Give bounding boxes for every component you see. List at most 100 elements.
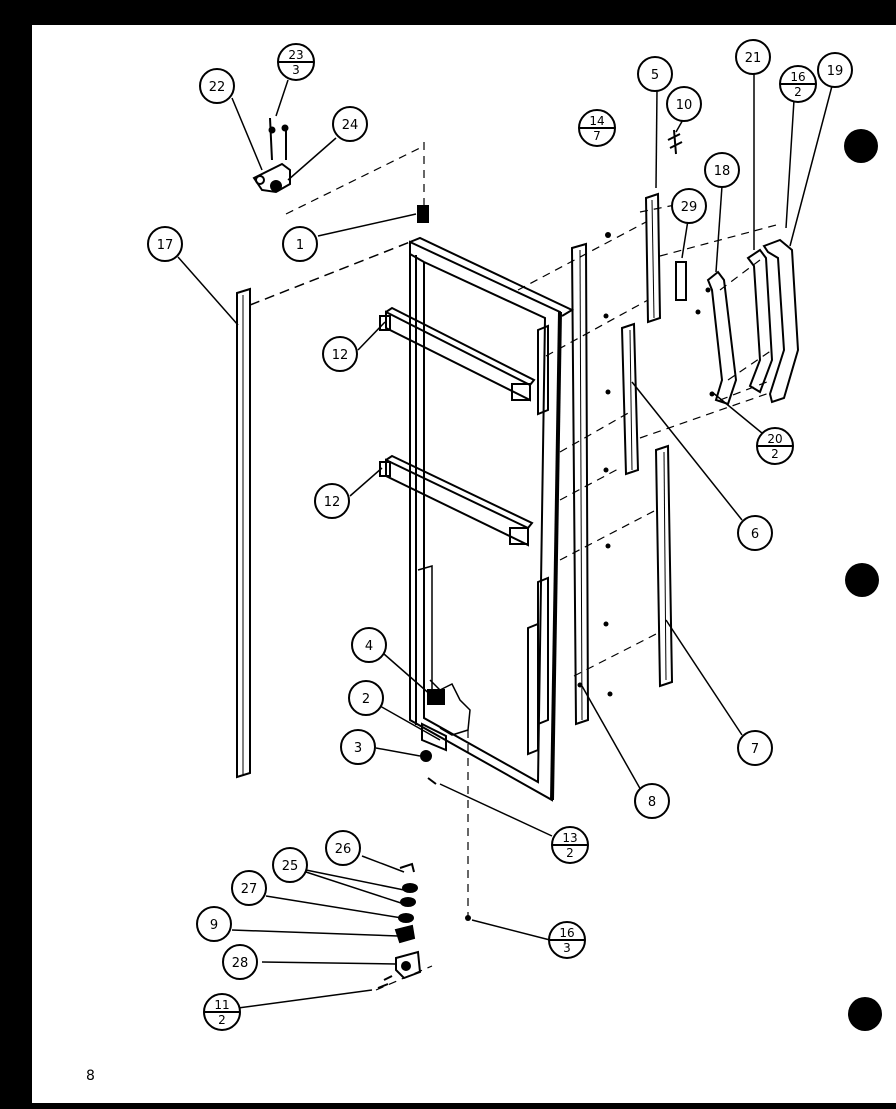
callout-number: 19: [827, 64, 844, 79]
leader-8: [581, 685, 643, 793]
callout-c12a: 12: [322, 336, 358, 372]
callout-number: 13: [562, 831, 577, 845]
callout-circle: [666, 86, 702, 122]
binder-hole-top: [844, 129, 878, 163]
callout-c27: 27: [231, 870, 267, 906]
callout-quantity: 2: [566, 846, 574, 860]
dashed-guides: [285, 142, 781, 991]
callout-c22: 22: [199, 68, 235, 104]
callout-number: 2: [362, 692, 370, 707]
callout-circle: [737, 515, 773, 551]
binder-hole-bottom: [848, 997, 882, 1031]
callout-number: 16: [790, 70, 805, 84]
callout-number: 7: [751, 742, 759, 757]
leader-12a: [357, 321, 386, 351]
callout-number: 20: [767, 432, 782, 446]
leader-16b: [471, 919, 551, 941]
callout-c23: 233: [277, 43, 315, 81]
callout-number: 25: [282, 859, 299, 874]
callout-circle: [704, 152, 740, 188]
callout-circle: [272, 847, 308, 883]
leader-5: [655, 89, 658, 189]
dashed-guide-left: [249, 241, 411, 306]
callout-quantity: 7: [593, 129, 601, 143]
paper-background: [32, 25, 896, 1103]
callout-c19: 19: [817, 52, 853, 88]
leader-29: [681, 219, 689, 259]
callout-number: 12: [332, 348, 349, 363]
leader-19: [789, 85, 833, 247]
callout-c11: 112: [203, 993, 241, 1031]
callout-c3: 3: [340, 729, 376, 765]
callout-quantity: 3: [563, 941, 571, 955]
callout-circle: [737, 730, 773, 766]
callout-layer: 2223324117121242326252792811213216387620…: [147, 39, 853, 1031]
leader-16a: [785, 99, 795, 229]
callout-c26: 26: [325, 830, 361, 866]
callout-number: 4: [365, 639, 373, 654]
callout-circle: [196, 906, 232, 942]
bottom-door-hardware: [420, 689, 447, 785]
callout-circle: [340, 729, 376, 765]
leader-12b: [349, 467, 383, 497]
callout-c14: 147: [578, 109, 616, 147]
callout-c9: 9: [196, 906, 232, 942]
callout-circle: [332, 106, 368, 142]
callout-number: 5: [651, 68, 659, 83]
callout-c17: 17: [147, 226, 183, 262]
vertical-strip-14: [570, 242, 590, 726]
callout-number: 11: [214, 998, 229, 1012]
callout-c16b: 163: [548, 921, 586, 959]
callout-number: 17: [157, 238, 174, 253]
left-trim-strip: [236, 287, 251, 779]
leader-6: [631, 381, 743, 521]
top-hinge-assembly: [252, 117, 429, 223]
callout-circle: [348, 680, 384, 716]
part-7-bracket: [654, 444, 674, 688]
callout-circle: [282, 226, 318, 262]
callout-circle: [231, 870, 267, 906]
callout-number: 9: [210, 918, 218, 933]
callout-c2: 2: [348, 680, 384, 716]
leader-24: [287, 137, 337, 181]
callout-number: 18: [714, 164, 731, 179]
callout-number: 10: [676, 98, 693, 113]
leader-17: [177, 256, 239, 326]
callout-c28: 28: [222, 944, 258, 980]
callout-c12b: 12: [314, 483, 350, 519]
part-21-handle: [746, 248, 774, 394]
binder-hole-middle: [845, 563, 879, 597]
callout-c21: 21: [735, 39, 771, 75]
callout-c13: 132: [551, 826, 589, 864]
callout-quantity: 3: [292, 63, 300, 77]
callout-circle: [199, 68, 235, 104]
leader-28: [261, 961, 397, 965]
leader-13: [439, 783, 553, 837]
callout-circle: [322, 336, 358, 372]
part-10-clip: [667, 129, 683, 155]
side-stiffener-mid: [527, 622, 539, 756]
callout-c10: 10: [666, 86, 702, 122]
page-number: 8: [86, 1068, 95, 1084]
door-shelf-lower: [379, 454, 534, 547]
leader-25a: [305, 869, 405, 891]
callout-number: 12: [324, 495, 341, 510]
part-19-handle: [762, 238, 800, 404]
callout-c20: 202: [756, 427, 794, 465]
leader-11: [237, 989, 373, 1009]
leader-27: [265, 895, 403, 919]
leader-2: [379, 705, 441, 741]
callout-c4: 4: [351, 627, 387, 663]
leader-7: [665, 619, 743, 736]
lower-panel-edge: [417, 565, 433, 690]
callout-number: 14: [589, 114, 604, 128]
callout-circle: [637, 56, 673, 92]
callout-number: 27: [241, 882, 258, 897]
callout-circle: [817, 52, 853, 88]
callout-number: 22: [209, 80, 226, 95]
callout-number: 1: [296, 238, 304, 253]
callout-quantity: 2: [771, 447, 779, 461]
callout-c7: 7: [737, 730, 773, 766]
